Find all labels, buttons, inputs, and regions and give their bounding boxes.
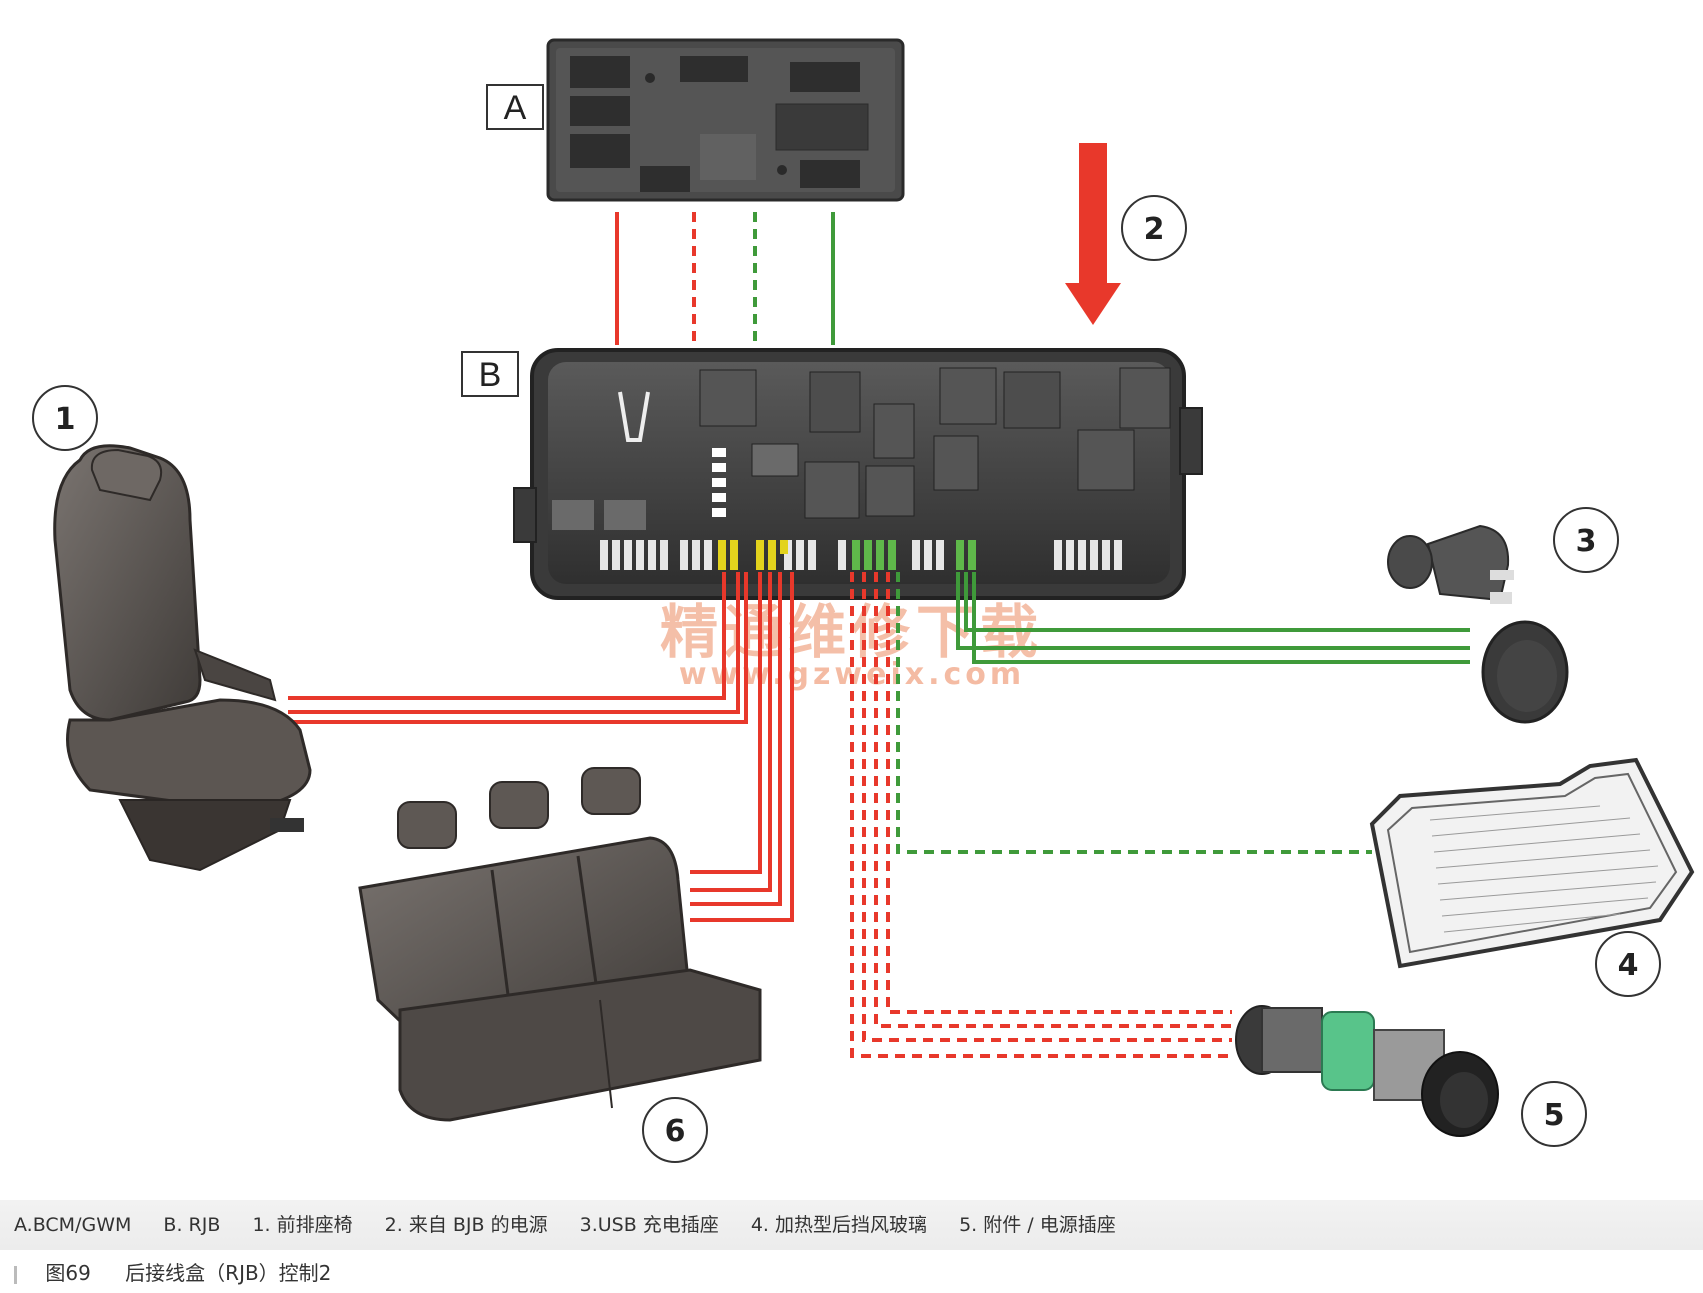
callout-4-circle [1595, 931, 1661, 997]
callout-2-circle [1121, 195, 1187, 261]
legend: A.BCM/GWM B. RJB 1. 前排座椅 2. 来自 BJB 的电源 3… [0, 1200, 1703, 1250]
callout-3-circle [1553, 507, 1619, 573]
callout-3-label: 3 [1576, 524, 1597, 559]
callout-4-label: 4 [1618, 948, 1639, 983]
legend-b: B. RJB [163, 1214, 221, 1236]
callout-6-label: 6 [665, 1114, 686, 1149]
heated-rear-windscreen [1369, 757, 1695, 969]
legend-item-1: 1. 前排座椅 [252, 1214, 353, 1236]
box-b-label: B [479, 356, 502, 394]
wires-to-power-socket [850, 572, 1232, 1058]
bcm-to-rjb-wires [615, 212, 835, 345]
legend-item-5: 5. 附件 / 电源插座 [959, 1214, 1116, 1236]
accessory-power-socket [1235, 1005, 1499, 1137]
power-from-bjb-arrow [1065, 143, 1121, 325]
legend-item-2: 2. 来自 BJB 的电源 [384, 1214, 548, 1236]
legend-item-3: 3.USB 充电插座 [579, 1214, 719, 1236]
wiring-diagram: A 2 B [32, 38, 1695, 1163]
callout-1-circle [32, 385, 98, 451]
figure-number: 图69 [45, 1261, 91, 1285]
wires-to-rear-seat [690, 572, 794, 922]
box-a-label: A [504, 89, 527, 127]
rear-bench-seat [358, 767, 762, 1122]
rjb-module [513, 348, 1203, 600]
callout-5-label: 5 [1544, 1098, 1565, 1133]
box-b-frame [461, 351, 519, 397]
wire-to-heated-windscreen [896, 572, 1372, 854]
bcm-gwm-module [546, 38, 905, 202]
legend-a: A.BCM/GWM [14, 1214, 132, 1236]
callout-1-label: 1 [55, 402, 76, 437]
callout-2-label: 2 [1144, 212, 1165, 247]
front-seat [53, 444, 312, 872]
caption-bar [14, 1265, 17, 1284]
box-a-frame [486, 84, 544, 130]
legend-item-4: 4. 加热型后挡风玻璃 [750, 1214, 928, 1236]
wires-to-usb-socket [956, 572, 1470, 664]
figure-caption: 图69 后接线盒（RJB）控制2 [0, 1255, 1703, 1291]
callout-5-circle [1521, 1081, 1587, 1147]
usb-charging-socket [1387, 524, 1569, 724]
figure-title: 后接线盒（RJB）控制2 [125, 1261, 332, 1285]
wires-to-front-seat [288, 572, 748, 724]
callout-6-circle [642, 1097, 708, 1163]
